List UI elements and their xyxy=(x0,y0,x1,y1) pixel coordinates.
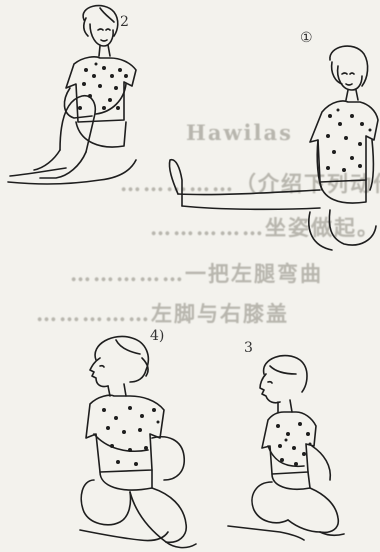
figure-step-2-drawing xyxy=(0,0,150,200)
figure-step-2 xyxy=(0,0,150,200)
figure-step-4 xyxy=(60,330,220,552)
figure-step-3 xyxy=(220,350,360,550)
figure-step-1-drawing xyxy=(160,40,380,270)
figure-step-4-drawing xyxy=(60,330,220,552)
figure-step-1 xyxy=(160,40,380,270)
background-text-line: ……………左脚与右膝盖 xyxy=(36,298,380,328)
figure-step-3-drawing xyxy=(220,350,360,550)
